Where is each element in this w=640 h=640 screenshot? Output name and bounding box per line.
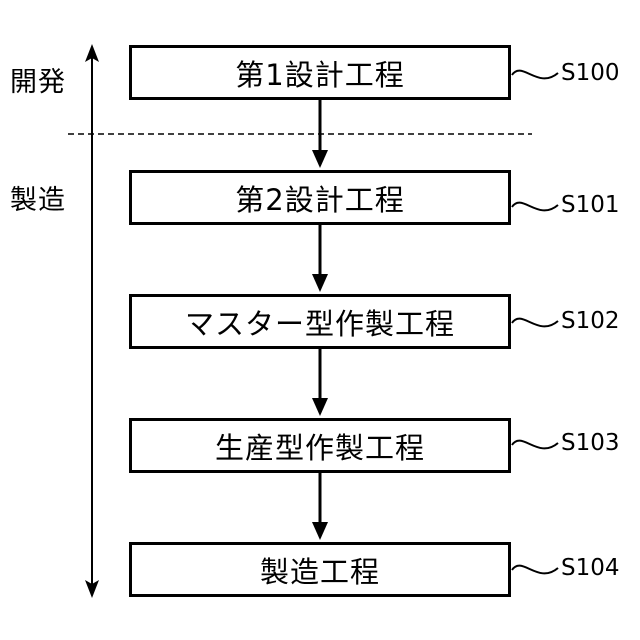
flow-arrow-2: [312, 225, 328, 292]
leader-s102: [512, 319, 558, 327]
flow-arrow-1: [312, 100, 328, 168]
flow-arrow-4: [312, 471, 328, 540]
leader-s103: [512, 441, 558, 449]
step-box-manufacturing: 製造工程: [129, 542, 511, 597]
step-label: マスター型作製工程: [185, 301, 455, 343]
flow-arrow-3: [312, 348, 328, 416]
step-label: 生産型作製工程: [215, 425, 425, 467]
step-code: S100: [561, 60, 620, 86]
phase-label-development: 開発: [10, 60, 66, 99]
step-label: 第1設計工程: [235, 52, 404, 94]
step-box-second-design: 第2設計工程: [129, 170, 511, 225]
leader-s101: [512, 203, 558, 211]
step-code: S102: [561, 308, 620, 334]
step-code: S104: [561, 555, 620, 581]
leader-s100: [512, 71, 558, 79]
step-box-first-design: 第1設計工程: [129, 45, 511, 100]
step-label: 第2設計工程: [235, 177, 404, 219]
step-label: 製造工程: [260, 549, 380, 591]
step-box-master-mold: マスター型作製工程: [129, 294, 511, 349]
step-code: S101: [561, 192, 620, 218]
step-box-production-mold: 生産型作製工程: [129, 418, 511, 473]
step-code: S103: [561, 430, 620, 456]
phase-label-manufacturing: 製造: [10, 178, 66, 217]
leader-s104: [512, 566, 558, 574]
